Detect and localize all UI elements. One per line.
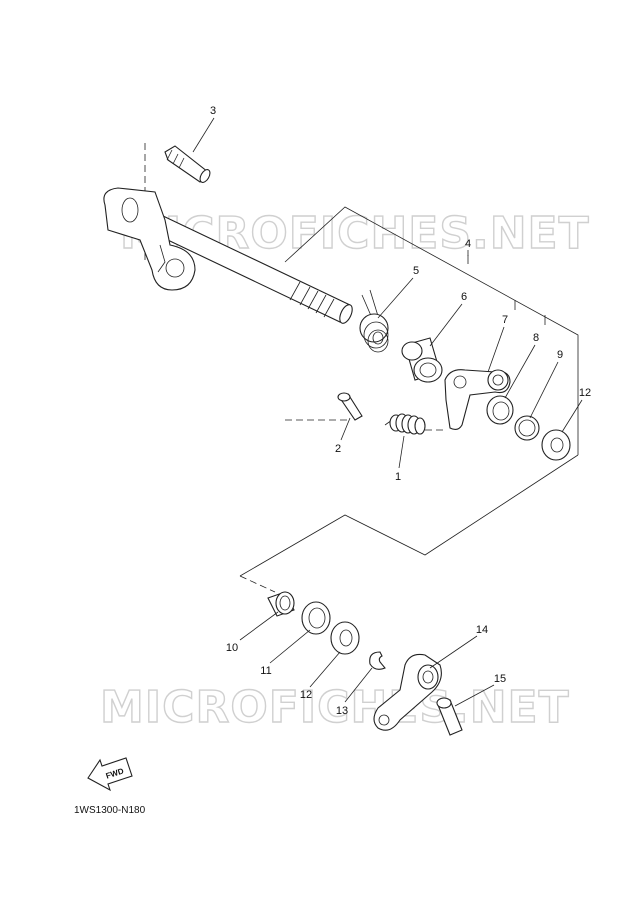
callout-2: 2 bbox=[335, 443, 341, 455]
callout-15: 15 bbox=[494, 673, 506, 685]
bolt-15 bbox=[436, 697, 463, 736]
callout-9: 9 bbox=[557, 349, 563, 361]
callout-3: 3 bbox=[210, 105, 216, 117]
collar-6 bbox=[401, 337, 443, 383]
pin-2 bbox=[337, 392, 363, 421]
callouts: 3 4 5 6 7 8 9 12 2 1 10 11 12 13 14 15 bbox=[210, 105, 591, 717]
stopper-bolt-3 bbox=[164, 145, 211, 183]
callout-8: 8 bbox=[533, 332, 539, 344]
callout-13: 13 bbox=[336, 705, 348, 717]
shift-lever-7 bbox=[444, 369, 511, 431]
torsion-spring-5 bbox=[359, 289, 389, 353]
callout-6: 6 bbox=[461, 291, 467, 303]
callout-1: 1 bbox=[395, 471, 401, 483]
circlip-9 bbox=[514, 415, 540, 441]
callout-10: 10 bbox=[226, 642, 238, 654]
callout-5: 5 bbox=[413, 265, 419, 277]
callout-14: 14 bbox=[476, 624, 488, 636]
bracket-lines bbox=[239, 206, 579, 577]
bearing-10 bbox=[267, 591, 295, 617]
callout-7: 7 bbox=[502, 314, 508, 326]
washer-12-lower bbox=[330, 621, 360, 655]
callout-11: 11 bbox=[260, 665, 271, 677]
shift-shaft bbox=[129, 204, 353, 324]
watermark-bottom: MICROFICHES.NET bbox=[100, 682, 570, 733]
oil-seal-11 bbox=[301, 601, 331, 635]
shift-arm-14 bbox=[373, 653, 442, 731]
diagram-code: 1WS1300-N180 bbox=[74, 805, 146, 816]
washer-8 bbox=[486, 395, 514, 425]
fwd-arrow-icon: FWD bbox=[87, 757, 133, 792]
washer-12-upper bbox=[541, 429, 571, 461]
circlip-13 bbox=[369, 651, 386, 670]
callout-12-upper: 12 bbox=[579, 387, 591, 399]
callout-12-lower: 12 bbox=[300, 689, 312, 701]
shift-arm-plate bbox=[103, 187, 196, 291]
spring-1 bbox=[384, 413, 426, 435]
leader-lines bbox=[192, 117, 583, 707]
callout-4: 4 bbox=[465, 238, 471, 250]
